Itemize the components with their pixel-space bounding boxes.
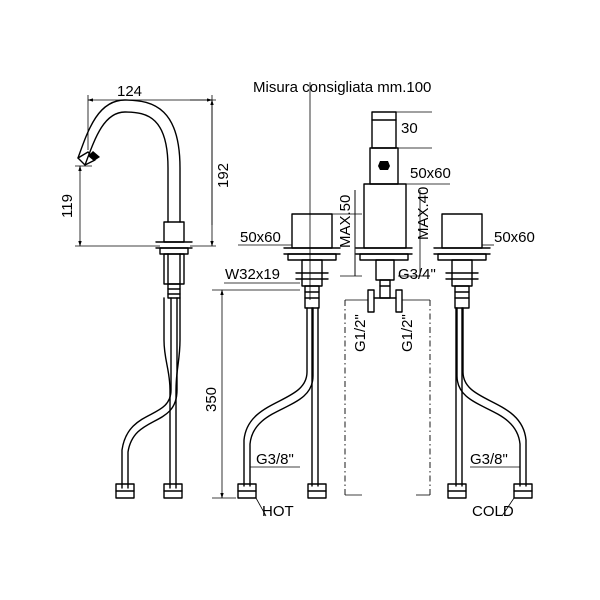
aerator-length-label: 30	[401, 120, 418, 137]
hose-length-label: 350	[203, 387, 220, 412]
hot-label: HOT	[262, 503, 294, 520]
spout-outlet-height-label: 119	[59, 194, 76, 218]
dimension-labels: Misura consigliata mm.100 124 192 119 30…	[59, 79, 535, 520]
nut-size-label: W32x19	[225, 266, 280, 283]
spout-side-view	[75, 95, 216, 499]
handle-size-cold-label: 50x60	[494, 229, 535, 246]
handle-size-center-label: 50x60	[410, 165, 451, 182]
hose-thread-hot-label: G3/8"	[256, 451, 294, 468]
handle-size-hot-label: 50x60	[240, 229, 281, 246]
pipe-thread-right-label: G1/2"	[399, 314, 416, 352]
spout-height-label: 192	[215, 163, 232, 188]
recommended-distance-label: Misura consigliata mm.100	[253, 79, 431, 96]
max-deck-hot-label: MAX.50	[337, 195, 354, 248]
hose-thread-cold-label: G3/8"	[470, 451, 508, 468]
outlet-thread-label: G3/4"	[398, 266, 436, 283]
max-deck-center-label: MAX.40	[415, 187, 432, 240]
cold-label: COLD	[472, 503, 514, 520]
center-spout-view	[309, 82, 450, 496]
pipe-thread-left-label: G1/2"	[352, 314, 369, 352]
cold-valve-view	[433, 213, 533, 517]
spout-reach-label: 124	[117, 83, 142, 100]
